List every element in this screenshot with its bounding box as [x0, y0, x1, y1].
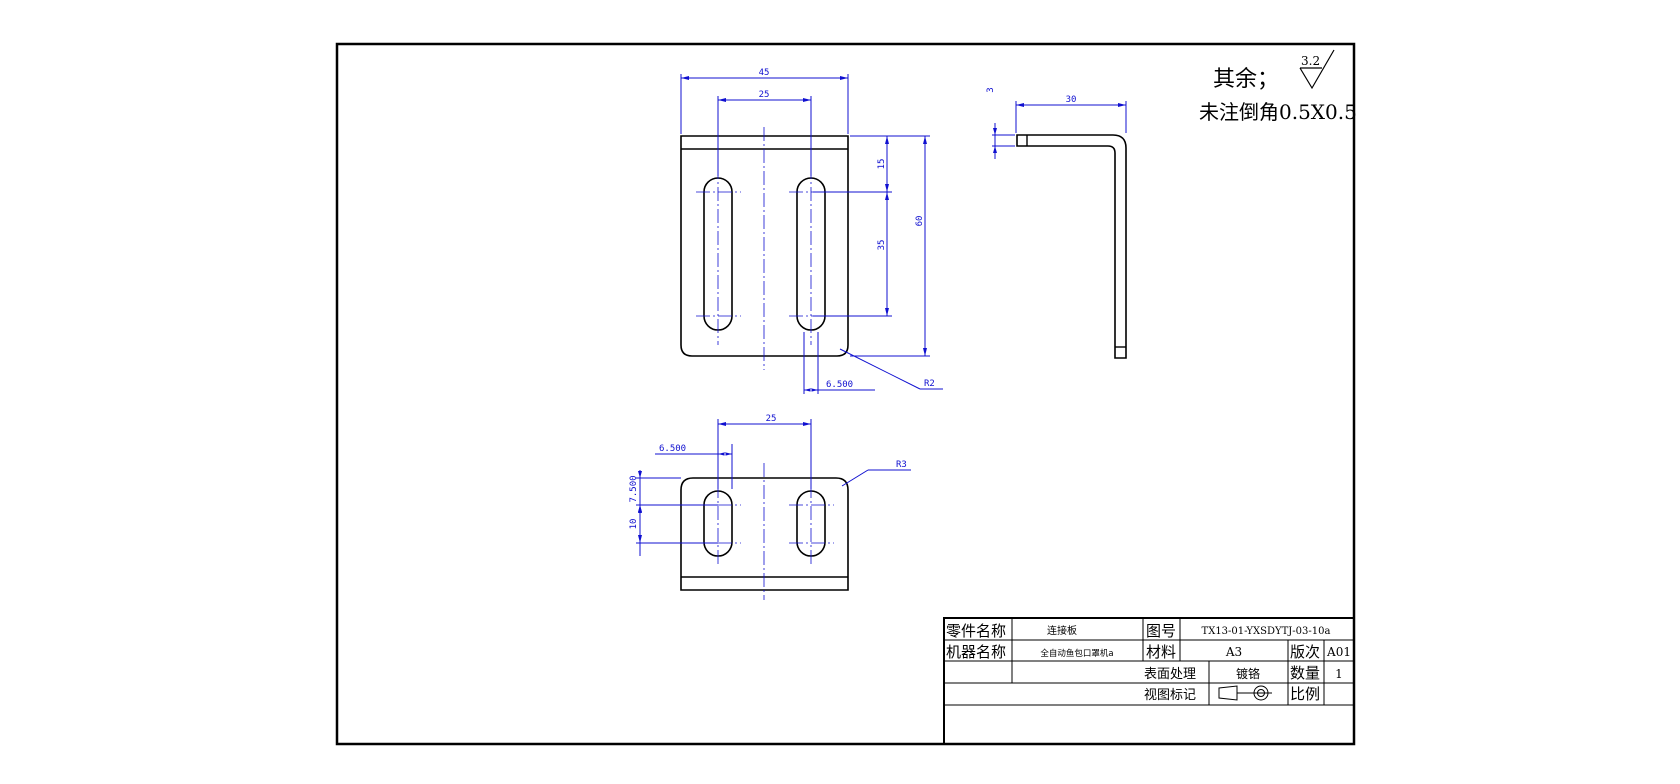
- dim-text-60: 60: [915, 216, 925, 227]
- remaining-roughness-label: 其余；: [1213, 67, 1279, 92]
- surface: 镀铬: [1236, 666, 1260, 681]
- dim-text-7-500: 7.500: [629, 475, 639, 502]
- scale-label: 比例: [1290, 685, 1320, 703]
- machine-name: 全自动鱼包口罩机a: [1040, 648, 1113, 659]
- dim-front-top-to-hole: 15: [813, 135, 892, 193]
- machine-name-label: 机器名称: [946, 643, 1006, 661]
- roughness-value: 3.2: [1301, 54, 1320, 68]
- side-view: 30 3: [986, 87, 1127, 359]
- material: A3: [1225, 645, 1242, 659]
- dim-text-45: 45: [759, 68, 770, 78]
- surface-label: 表面处理: [1144, 667, 1196, 682]
- front-view: 45 25 15 35: [680, 68, 943, 394]
- surface-roughness-symbol: 3.2: [1299, 49, 1335, 90]
- dim-front-slot-length: 35: [813, 192, 892, 317]
- dim-bottom-edge-to-hole: 6.500: [655, 444, 733, 489]
- dim-side-thickness: 3: [986, 87, 1015, 159]
- quantity-label: 数量: [1290, 664, 1320, 682]
- sheet-border: [335, 42, 1356, 746]
- material-label: 材料: [1146, 643, 1176, 661]
- notes: 其余； 3.2 未注倒角0.5X0.5: [1199, 49, 1357, 124]
- dim-text-6-500: 6.500: [826, 380, 853, 390]
- chamfer-note: 未注倒角0.5X0.5: [1199, 100, 1357, 124]
- part-name-label: 零件名称: [946, 622, 1006, 640]
- quantity: 1: [1335, 667, 1343, 681]
- dim-front-height: 60: [850, 135, 930, 357]
- part-name: 连接板: [1047, 624, 1077, 637]
- dim-text-10: 10: [629, 519, 639, 530]
- dim-text-r3: R3: [896, 460, 907, 470]
- dim-text-bottom-25: 25: [766, 414, 777, 424]
- dim-text-15: 15: [877, 159, 887, 170]
- dim-text-3: 3: [986, 87, 996, 92]
- dim-front-corner-radius: R2: [839, 348, 943, 390]
- bottom-view: 25 6.500 R3 7.500 10: [629, 414, 911, 600]
- dim-text-25: 25: [759, 90, 770, 100]
- dim-bottom-corner-radius: R3: [841, 460, 911, 487]
- side-profile-outline: [1016, 134, 1127, 359]
- view-mark-label: 视图标记: [1144, 688, 1196, 703]
- drawing-no: TX13-01-YXSDYTJ-03-10a: [1202, 626, 1331, 637]
- bottom-plate-outline: [680, 477, 849, 591]
- dim-text-r2: R2: [924, 379, 935, 389]
- dim-text-30: 30: [1066, 95, 1077, 105]
- dim-text-bottom-6-500: 6.500: [659, 444, 686, 454]
- title-block-frame: [943, 617, 1355, 745]
- dim-front-hole-spacing: 25: [717, 90, 812, 176]
- dim-bottom-slot-length: 10: [629, 505, 718, 556]
- dim-front-width: 45: [680, 68, 849, 134]
- revision: A01: [1326, 645, 1351, 659]
- drawing-no-label: 图号: [1146, 622, 1176, 640]
- front-plate-outline: [680, 135, 849, 357]
- dim-text-35: 35: [877, 240, 887, 251]
- dim-front-edge-to-hole: 6.500: [803, 332, 875, 394]
- projection-symbol: [1218, 685, 1272, 701]
- title-block: 零件名称 连接板 图号 TX13-01-YXSDYTJ-03-10a 机器名称 …: [943, 617, 1355, 745]
- dim-side-flange: 30: [1015, 95, 1127, 133]
- revision-label: 版次: [1290, 643, 1320, 661]
